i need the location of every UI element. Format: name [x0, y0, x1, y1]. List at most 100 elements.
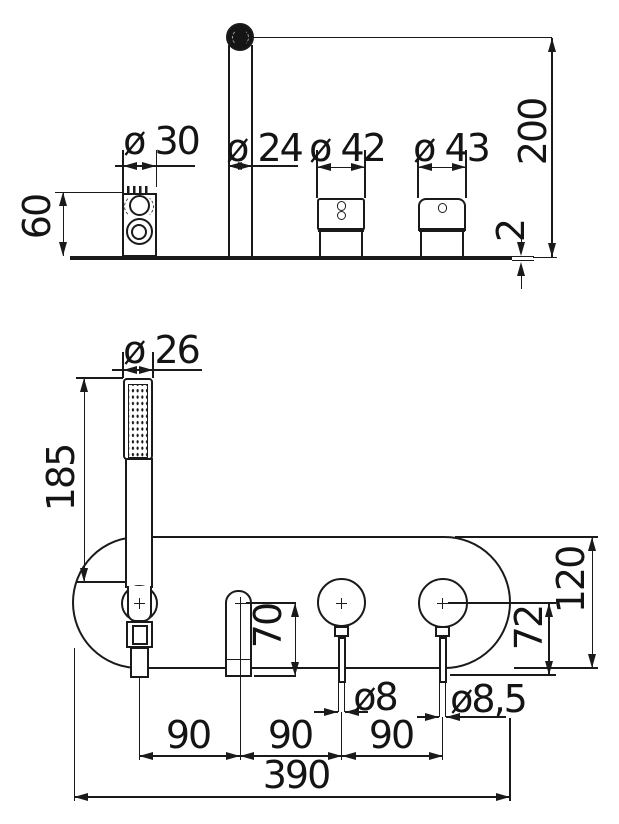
dim-arrow: [428, 751, 443, 760]
dim-line-d26: [112, 369, 202, 371]
spout-cap-hidden-circle: [231, 28, 249, 46]
hot-handle-body: [319, 231, 363, 257]
ext-line: [55, 191, 122, 193]
diverter-lower-ring: [125, 218, 153, 245]
spout-tube-right-line: [250, 45, 253, 257]
dim-label-185: 185: [39, 444, 83, 512]
dim-arrow: [291, 662, 300, 676]
ext-line: [122, 352, 124, 378]
spout-plan: [225, 590, 252, 677]
handle-base-line: [419, 228, 465, 232]
dim-label-d8: ø8: [353, 675, 398, 719]
center-cross: [239, 597, 241, 609]
dim-label-d26: ø 26: [123, 328, 201, 372]
dim-arrow: [324, 707, 338, 716]
dim-arrow: [240, 751, 254, 760]
holder-tube: [130, 647, 149, 678]
deck-plate-thickness-profile: [512, 256, 534, 261]
lever-rod-cold: [438, 637, 447, 683]
dim-arrow: [123, 365, 137, 374]
ext-line: [246, 602, 296, 604]
ext-line: [364, 150, 366, 198]
dim-arrow: [123, 161, 137, 170]
dim-label-d43: ø 43: [413, 126, 491, 170]
ext-line: [155, 150, 157, 187]
lever-collar: [435, 626, 450, 637]
dim-line-390: [74, 796, 510, 798]
dim-arrow: [547, 38, 556, 52]
ext-line: [417, 150, 419, 198]
spout-step-line: [227, 658, 250, 661]
dim-arrow: [351, 162, 365, 171]
rod-ext-line: [337, 683, 339, 712]
dim-label-72: 72: [507, 605, 551, 651]
center-cross: [138, 597, 140, 609]
center-line: [442, 717, 444, 760]
dim-label-120: 120: [549, 546, 593, 614]
leader-line: [520, 275, 523, 289]
ext-line: [122, 150, 124, 193]
dim-label-70: 70: [246, 603, 290, 649]
dim-arrow: [341, 751, 356, 760]
ext-line: [152, 352, 154, 378]
dim-arrow: [588, 537, 597, 551]
dim-arrow: [452, 162, 466, 171]
dim-line-60: [63, 192, 65, 256]
dim-arrow: [226, 751, 240, 760]
center-cross: [341, 597, 342, 609]
dim-label-90c: 90: [368, 713, 415, 757]
ext-line: [450, 674, 556, 676]
dim-label-d30: ø 30: [123, 119, 201, 163]
handshower-spray-face: [128, 384, 148, 458]
dim-arrow: [496, 792, 510, 801]
dim-label-60: 60: [15, 194, 59, 240]
center-line: [138, 678, 140, 760]
dim-arrow: [139, 365, 153, 374]
cold-handle-body: [420, 231, 464, 257]
dim-arrow: [588, 654, 597, 668]
diverter-lower-ring-inner: [131, 223, 147, 240]
indicator-dot: [336, 210, 346, 220]
dim-arrow: [80, 568, 88, 582]
dim-arrow: [327, 751, 342, 760]
dim-arrow: [425, 712, 439, 721]
dim-arrow: [59, 242, 67, 256]
dim-line-72: [548, 603, 550, 675]
dim-arrow: [80, 378, 88, 392]
lever-collar: [334, 626, 349, 637]
spout-tube-left-line: [227, 45, 230, 257]
dim-arrow: [142, 161, 156, 170]
dim-label-d42: ø 42: [309, 126, 387, 170]
ext-line: [465, 150, 467, 198]
rod-ext-line: [344, 683, 346, 712]
holder-collar-inner: [132, 624, 148, 645]
dim-label-d85: ø8,5: [450, 677, 528, 721]
rod-ext-line: [438, 683, 440, 717]
handshower-body: [124, 458, 153, 588]
dim-arrow: [446, 712, 460, 721]
dim-line-d24: [228, 165, 298, 167]
dim-label-2: 2: [489, 219, 533, 243]
dim-label-390: 390: [262, 753, 332, 797]
ext-line: [509, 718, 511, 801]
indicator-dot: [336, 201, 346, 211]
dim-label-90a: 90: [165, 713, 212, 757]
dim-arrow: [291, 603, 300, 617]
ext-line: [254, 675, 296, 677]
dim-arrow: [517, 261, 525, 276]
dim-line-70: [295, 603, 297, 676]
knurled-grip: [127, 186, 151, 194]
handle-base-line: [318, 228, 364, 232]
leader-line: [520, 226, 523, 243]
dim-arrow: [238, 161, 252, 170]
dim-arrow: [74, 792, 88, 801]
ext-line: [316, 150, 318, 198]
lever-rod-hot: [337, 637, 346, 683]
dim-line-d43: [418, 166, 466, 168]
indicator-dot: [437, 203, 447, 213]
dim-arrow: [228, 161, 242, 170]
dim-arrow: [139, 751, 153, 760]
ext-line: [448, 602, 556, 604]
dim-line-d42: [317, 166, 365, 168]
